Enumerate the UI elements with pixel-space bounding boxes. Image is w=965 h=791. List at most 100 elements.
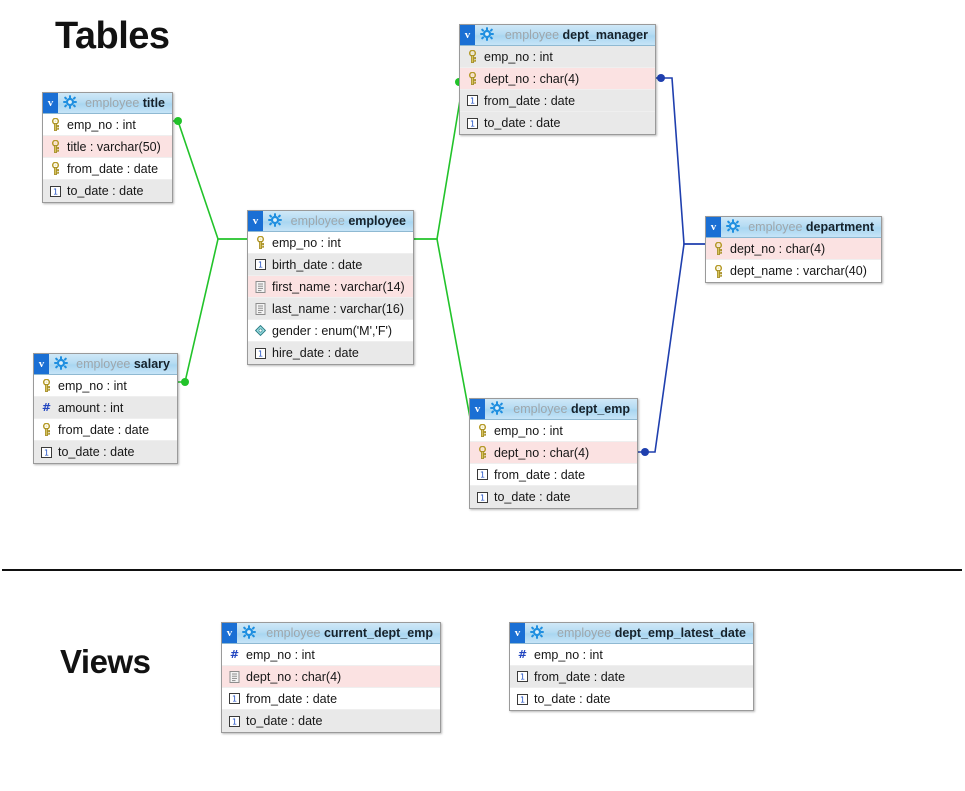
gear-icon xyxy=(63,95,79,111)
relation-line-employee-dept_manager xyxy=(414,81,464,240)
field-label: dept_name : varchar(40) xyxy=(730,264,867,278)
field-row[interactable]: first_name : varchar(14) xyxy=(248,276,413,298)
field-row[interactable]: dept_no : char(4) xyxy=(222,666,440,688)
svg-text:1: 1 xyxy=(520,695,525,704)
key-icon xyxy=(49,118,62,132)
field-row[interactable]: gender : enum('M','F') xyxy=(248,320,413,342)
field-row[interactable]: 1 to_date : date xyxy=(460,112,655,134)
view-badge-icon: v xyxy=(222,623,237,643)
entity-table-name: employee xyxy=(348,214,406,228)
relation-line-department-dept_emp xyxy=(638,243,705,453)
field-row[interactable]: dept_no : char(4) xyxy=(470,442,637,464)
key-icon xyxy=(712,242,725,256)
entity-table-name: dept_manager xyxy=(562,28,648,42)
text-icon xyxy=(228,670,241,684)
field-row[interactable]: dept_name : varchar(40) xyxy=(706,260,881,282)
field-label: last_name : varchar(16) xyxy=(272,301,405,316)
field-row[interactable]: from_date : date xyxy=(43,158,172,180)
entity-table-name: dept_emp xyxy=(570,402,630,416)
svg-text:#: # xyxy=(42,402,51,413)
entity-table-name: current_dept_emp xyxy=(323,626,433,640)
view-badge-icon: v xyxy=(470,399,485,419)
field-row[interactable]: dept_no : char(4) xyxy=(706,238,881,260)
relation-line-department-dept_manager xyxy=(656,77,705,245)
field-row[interactable]: emp_no : int xyxy=(43,114,172,136)
key-icon xyxy=(254,236,267,250)
key-icon xyxy=(49,140,62,154)
field-label: from_date : date xyxy=(494,467,586,482)
field-row[interactable]: from_date : date xyxy=(34,419,177,441)
entity-schema-name: employee xyxy=(76,357,131,371)
field-label: to_date : date xyxy=(484,116,561,130)
gear-icon xyxy=(54,356,70,372)
field-row[interactable]: emp_no : int xyxy=(470,420,637,442)
field-label: emp_no : int xyxy=(272,235,341,250)
gear-icon xyxy=(268,213,284,229)
svg-text:1: 1 xyxy=(520,672,525,681)
field-label: from_date : date xyxy=(484,93,576,108)
key-icon xyxy=(476,446,489,460)
entity-title-current_dept_emp: employee current_dept_emp xyxy=(258,626,433,640)
field-row[interactable]: emp_no : int xyxy=(34,375,177,397)
field-label: dept_no : char(4) xyxy=(246,669,342,684)
entity-schema-name: employee xyxy=(748,220,803,234)
field-row[interactable]: title : varchar(50) xyxy=(43,136,172,158)
gear-icon xyxy=(242,625,258,641)
text-icon xyxy=(254,302,267,316)
field-row[interactable]: last_name : varchar(16) xyxy=(248,298,413,320)
key-icon xyxy=(49,162,62,176)
field-row[interactable]: dept_no : char(4) xyxy=(460,68,655,90)
field-label: dept_no : char(4) xyxy=(730,241,826,256)
field-row[interactable]: #amount : int xyxy=(34,397,177,419)
svg-text:1: 1 xyxy=(470,119,475,128)
field-row[interactable]: emp_no : int xyxy=(460,46,655,68)
field-label: title : varchar(50) xyxy=(67,139,161,154)
entity-header-current_dept_emp[interactable]: v employee current_dept_emp xyxy=(222,623,440,644)
field-label: emp_no : int xyxy=(534,647,603,662)
field-row[interactable]: #emp_no : int xyxy=(222,644,440,666)
svg-text:#: # xyxy=(230,649,239,660)
key-icon xyxy=(466,72,479,86)
entity-table-name: salary xyxy=(133,357,170,371)
date-icon: 1 xyxy=(228,714,241,728)
date-icon: 1 xyxy=(516,692,529,706)
entity-title-employee: employee employee xyxy=(284,214,406,228)
key-icon xyxy=(40,379,53,393)
entity-box-current_dept_emp[interactable]: v employee current_dept_emp #emp_no : int d… xyxy=(221,622,441,733)
view-badge-icon: v xyxy=(706,217,721,237)
entity-schema-name: employee xyxy=(85,96,140,110)
entity-schema-name: employee xyxy=(266,626,321,640)
key-icon xyxy=(712,264,725,278)
field-row[interactable]: emp_no : int xyxy=(248,232,413,254)
field-label: gender : enum('M','F') xyxy=(272,323,393,338)
field-row[interactable]: #emp_no : int xyxy=(510,644,753,666)
